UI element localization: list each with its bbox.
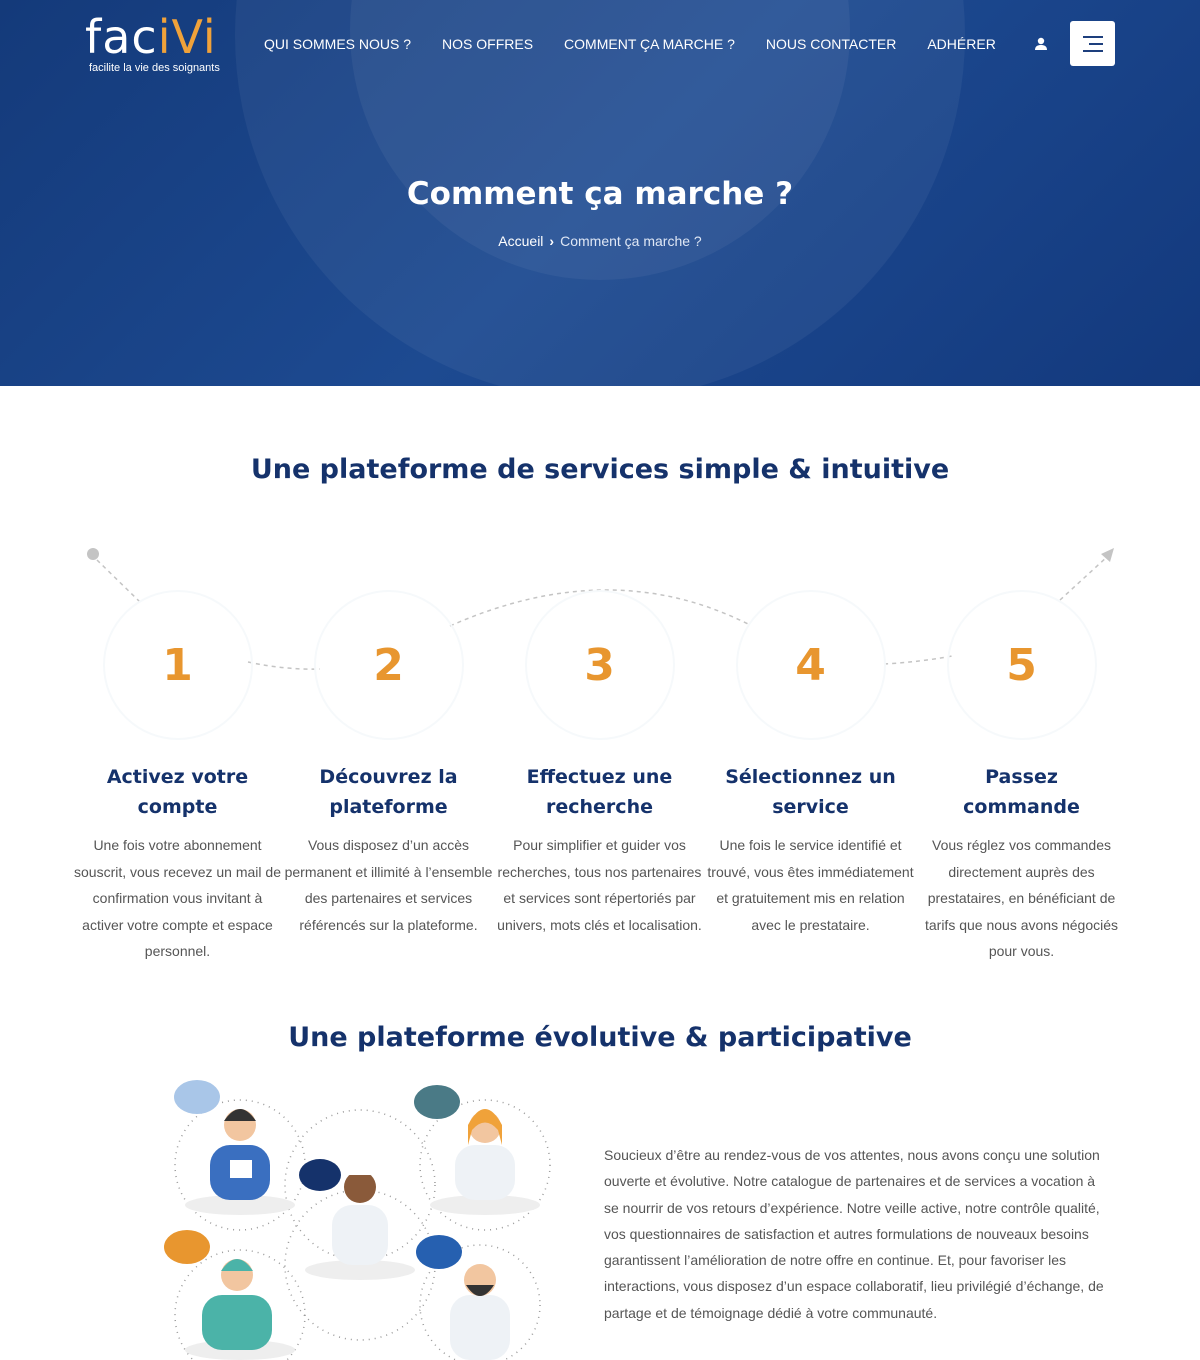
step-title: Sélectionnez un service bbox=[725, 766, 896, 818]
step-text: Une fois le service identifié et trouvé,… bbox=[707, 837, 914, 933]
logo-text-accent: iVi bbox=[157, 10, 217, 64]
step-number: 4 bbox=[735, 590, 886, 740]
nav-comment-ca-marche[interactable]: COMMENT ÇA MARCHE ? bbox=[564, 36, 735, 52]
step-number: 1 bbox=[102, 590, 253, 740]
arrow-icon bbox=[1101, 548, 1114, 562]
nav-qui-sommes-nous[interactable]: QUI SOMMES NOUS ? bbox=[264, 36, 412, 52]
step-title: Passez commande bbox=[963, 766, 1080, 818]
step-text: Pour simplifier et guider vos recherches… bbox=[497, 837, 702, 933]
person-icon bbox=[185, 1109, 540, 1360]
community-illustration bbox=[164, 1080, 551, 1360]
nav-nos-offres[interactable]: NOS OFFRES bbox=[442, 36, 534, 52]
breadcrumb-current: Comment ça marche ? bbox=[560, 233, 702, 249]
section-title: Une plateforme de services simple & intu… bbox=[250, 454, 950, 485]
dashed-path bbox=[87, 548, 1114, 670]
section-description: Soucieux d’être au rendez-vous de vos at… bbox=[604, 1147, 1104, 1321]
step-text: Une fois votre abonnement souscrit, vous… bbox=[74, 837, 281, 959]
nav-nous-contacter[interactable]: NOUS CONTACTER bbox=[765, 36, 897, 52]
hamburger-menu-button[interactable] bbox=[1070, 21, 1115, 66]
logo-tagline: facilite la vie des soignants bbox=[89, 62, 220, 74]
breadcrumb: Accueil › Comment ça marche ? bbox=[0, 233, 1200, 249]
step-number: 5 bbox=[946, 590, 1097, 740]
logo-text: fac bbox=[85, 10, 158, 64]
step-text: Vous disposez d’un accès permanent et il… bbox=[284, 837, 493, 933]
section-title: Une plateforme évolutive & participative bbox=[288, 1022, 912, 1053]
step-number: 2 bbox=[313, 590, 464, 740]
user-icon[interactable] bbox=[1034, 37, 1048, 51]
breadcrumb-home[interactable]: Accueil bbox=[498, 233, 544, 249]
step-text: Vous réglez vos commandes directement au… bbox=[924, 837, 1118, 959]
step-title: Découvrez la plateforme bbox=[319, 766, 458, 818]
speech-bubble-icon bbox=[164, 1080, 462, 1269]
chevron-right-icon: › bbox=[549, 233, 555, 249]
top-nav: faciVi facilite la vie des soignants QUI… bbox=[0, 0, 1200, 90]
logo[interactable]: faciVi facilite la vie des soignants bbox=[85, 12, 220, 74]
main-menu: QUI SOMMES NOUS ? NOS OFFRES COMMENT ÇA … bbox=[264, 36, 996, 52]
nav-adherer[interactable]: ADHÉRER bbox=[927, 36, 996, 52]
step-title: Effectuez une recherche bbox=[526, 766, 673, 818]
hero-banner: faciVi facilite la vie des soignants QUI… bbox=[0, 0, 1200, 386]
step-title: Activez votre compte bbox=[106, 766, 249, 818]
step-number: 3 bbox=[524, 590, 675, 740]
page-title: Comment ça marche ? bbox=[406, 176, 794, 212]
